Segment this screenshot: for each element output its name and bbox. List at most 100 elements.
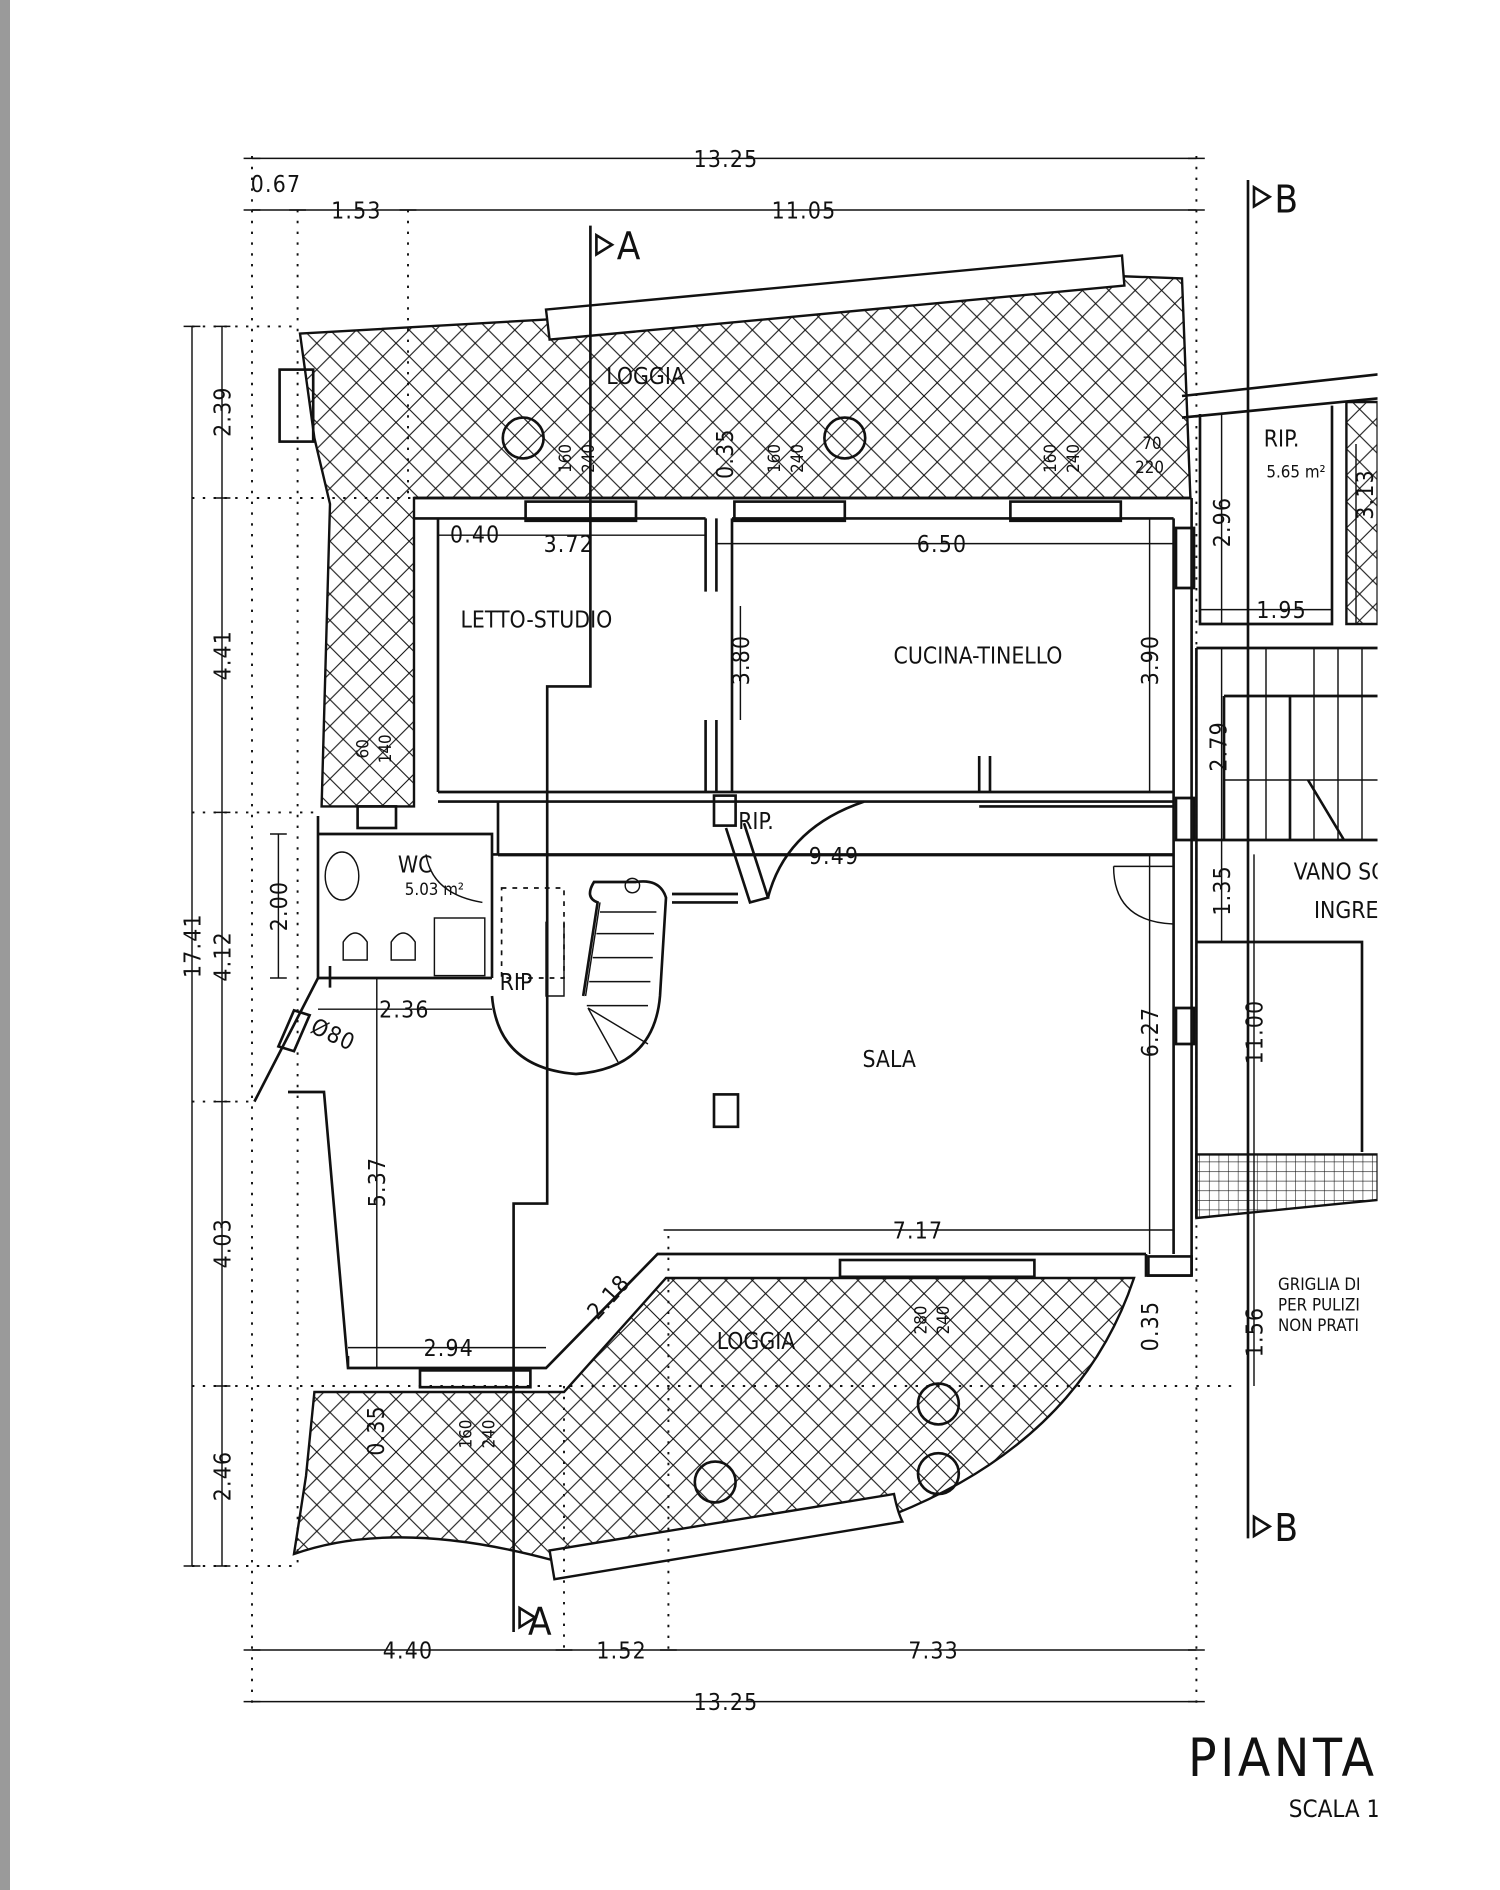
dim-label: 13.25 (694, 1690, 759, 1716)
dim-label: 13.25 (694, 147, 759, 173)
loggia-right-strip (1345, 400, 1378, 626)
room-label-rip: RIP (500, 970, 533, 996)
section-a-label: A (528, 1599, 552, 1644)
note-griglia: NON PRATI (1278, 1315, 1359, 1335)
drawing-scale: SCALA 1 (1289, 1795, 1381, 1823)
column (916, 1451, 961, 1496)
dim-label: 2.96 (1210, 497, 1236, 547)
dim-label: 7.33 (908, 1638, 958, 1664)
dim-label: 2.46 (210, 1451, 236, 1501)
dim-label: 2.39 (210, 386, 236, 436)
window-label: 160 (456, 1420, 476, 1449)
walls (253, 496, 1193, 1370)
room-label-ingresso: INGRES (1314, 898, 1392, 924)
window-label: 160 (764, 444, 784, 473)
dim-label: 5.37 (365, 1157, 391, 1207)
window-label: 240 (787, 444, 807, 473)
section-b-marker-bottom (1252, 1514, 1273, 1539)
window-label: 240 (578, 444, 598, 473)
annex (1147, 373, 1378, 1277)
window-sill (733, 500, 847, 523)
page-edge (0, 0, 10, 1890)
dim-label: 1.95 (1256, 598, 1306, 624)
dim-label: 11.00 (1242, 1000, 1268, 1065)
section-b-label: B (1274, 177, 1298, 222)
dim-label: 2.36 (379, 998, 429, 1024)
dim-label: 9.49 (809, 844, 859, 870)
window-label: 70 (1142, 433, 1161, 453)
room-label-letto-studio: LETTO-STUDIO (461, 608, 613, 634)
dim-label: 11.05 (772, 198, 837, 224)
dim-label: 1.35 (1210, 865, 1236, 915)
section-b-marker-top (1252, 184, 1273, 209)
dim-label: 0.35 (1138, 1301, 1164, 1351)
dimension-labels: 13.25 0.67 1.53 11.05 4.40 1.52 7.33 13.… (180, 147, 1379, 1716)
dim-label: 1.53 (331, 198, 381, 224)
room-label-rip: RIP. (1264, 426, 1300, 452)
window-label: 160 (1040, 444, 1060, 473)
note-griglia: PER PULIZI (1278, 1294, 1360, 1314)
dim-label: 3.13 (1353, 469, 1379, 519)
room-label-wc: WC (398, 852, 433, 878)
window-sill (838, 1258, 1036, 1279)
dim-label: 3.72 (544, 532, 594, 558)
section-b-label: B (1274, 1506, 1298, 1551)
window-label: 280 (910, 1306, 930, 1335)
section-a-label: A (617, 224, 641, 269)
room-area-wc: 5.03 m² (405, 879, 464, 899)
section-a-marker-bottom (518, 1605, 538, 1630)
window-label: 240 (478, 1420, 498, 1449)
window-sill (524, 500, 638, 523)
column (823, 416, 867, 460)
dim-label: 1.56 (1242, 1307, 1268, 1357)
dim-label: 6.50 (917, 532, 967, 558)
dim-label: 4.40 (383, 1638, 433, 1664)
window-label: 240 (1063, 444, 1083, 473)
window-sill (418, 1369, 532, 1389)
room-area-rip: 5.65 m² (1266, 462, 1325, 482)
window-label: 140 (375, 734, 395, 763)
dim-label: Ø80 (307, 1014, 360, 1057)
dim-label: 2.00 (267, 881, 293, 931)
dim-label: 4.41 (210, 630, 236, 680)
room-label-rip: RIP. (738, 809, 774, 835)
note-griglia: GRIGLIA DI (1278, 1274, 1360, 1294)
dim-label: 3.80 (729, 635, 755, 685)
planter-top (544, 254, 1126, 341)
column (693, 1460, 737, 1504)
planter-bottom (548, 1492, 905, 1581)
drawing-title: PIANTA F (1188, 1728, 1427, 1789)
window-sill (1009, 500, 1123, 523)
window-label: 160 (555, 444, 575, 473)
dim-label: 0.67 (251, 172, 301, 198)
fireplace (712, 1093, 740, 1129)
column (501, 416, 545, 460)
dim-label: 6.27 (1138, 1007, 1164, 1057)
pillar (278, 368, 315, 443)
window-left (276, 1008, 312, 1053)
room-label-loggia: LOGGIA (606, 364, 685, 390)
dim-label: 2.18 (583, 1270, 636, 1325)
dim-label: 3.90 (1138, 635, 1164, 685)
dim-label: 7.17 (893, 1218, 943, 1244)
room-label-cucina: CUCINA-TINELLO (894, 644, 1063, 670)
window-label: 240 (933, 1306, 953, 1335)
window-label: 60 (352, 739, 372, 758)
dim-label: 17.41 (180, 913, 206, 978)
room-labels: LOGGIA LETTO-STUDIO CUCINA-TINELLO SALA … (398, 364, 1392, 1355)
section-line-a (512, 225, 592, 1632)
room-label-vano-scala: VANO SC (1294, 860, 1386, 886)
dim-label: 0.35 (364, 1405, 390, 1455)
dim-label: 1.52 (596, 1638, 646, 1664)
dim-label: 2.94 (424, 1336, 474, 1362)
dim-label: 0.35 (713, 428, 739, 478)
dimension-lines (183, 156, 1357, 1710)
loggia-bottom-area (292, 1276, 1136, 1562)
column (916, 1382, 961, 1426)
dim-label: 2.79 (1206, 721, 1232, 771)
window-sill (356, 805, 398, 830)
dim-label: 0.40 (450, 522, 500, 548)
window-label: 220 (1135, 457, 1164, 477)
section-a-marker-top (595, 232, 615, 257)
